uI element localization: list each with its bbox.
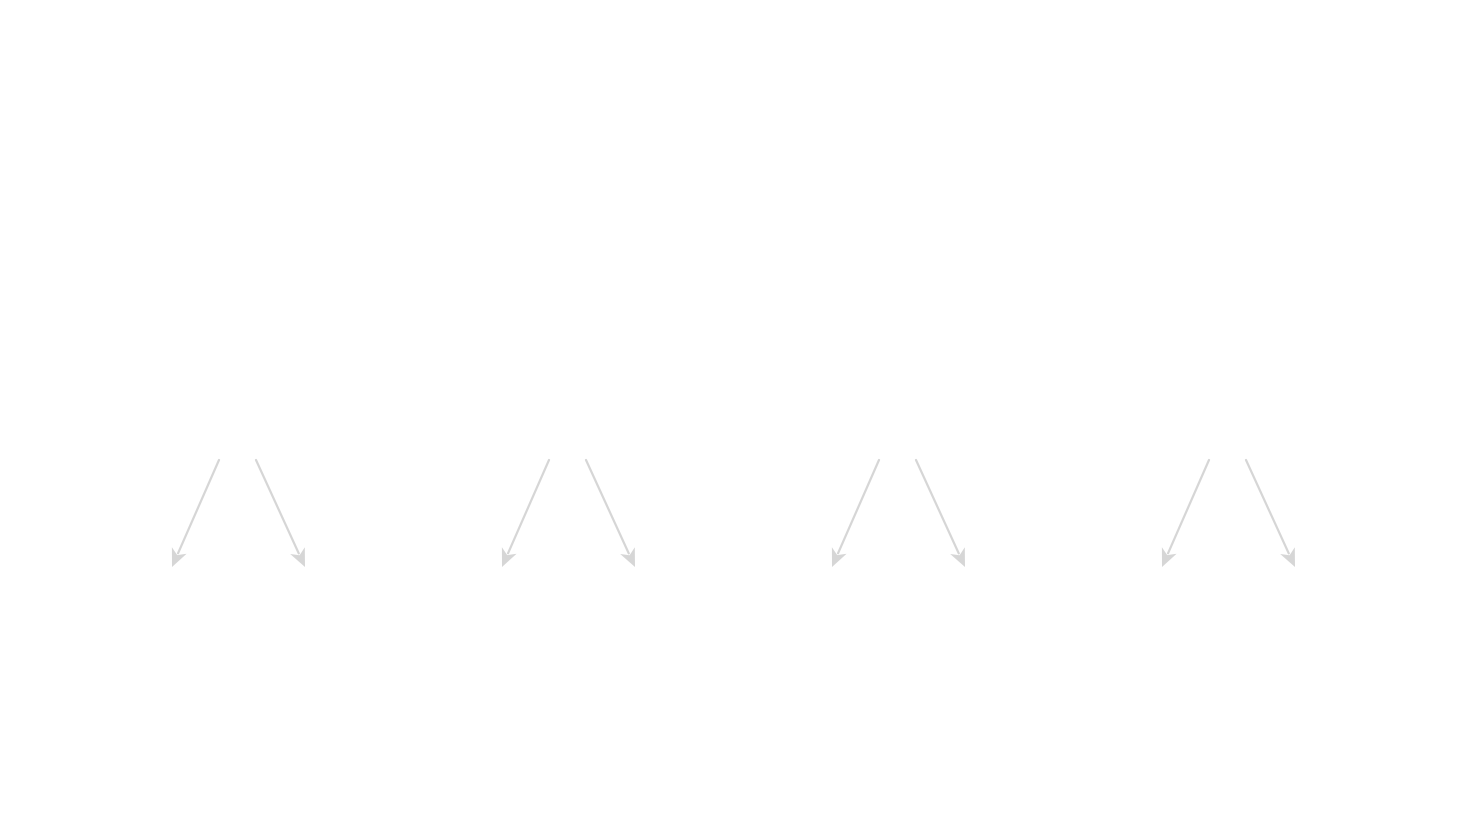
- arrow-down-right-1: [254, 458, 305, 567]
- arrow-down-right-1-shaft: [254, 458, 300, 555]
- arrow-down-left-3-shaft: [836, 458, 881, 555]
- arrow-down-right-2: [584, 458, 635, 567]
- arrow-down-left-4-shaft: [1166, 458, 1211, 555]
- arrow-down-right-2-head: [620, 547, 635, 567]
- arrow-down-left-4-head: [1161, 547, 1177, 567]
- arrow-down-right-4-head: [1280, 547, 1295, 567]
- arrow-down-right-3: [914, 458, 965, 567]
- arrow-down-left-1: [171, 458, 221, 567]
- arrow-down-right-2-shaft: [584, 458, 630, 555]
- arrow-down-left-1-shaft: [176, 458, 221, 555]
- arrow-down-right-1-head: [290, 547, 305, 567]
- arrow-down-left-3-head: [831, 547, 847, 567]
- arrow-down-left-2-shaft: [506, 458, 551, 555]
- arrow-down-left-1-head: [171, 547, 187, 567]
- arrow-down-right-3-shaft: [914, 458, 960, 555]
- arrow-down-left-3: [831, 458, 881, 567]
- arrow-down-right-4: [1244, 458, 1295, 567]
- arrow-down-left-2: [501, 458, 551, 567]
- arrow-down-left-4: [1161, 458, 1211, 567]
- arrow-down-right-4-shaft: [1244, 458, 1290, 555]
- arrow-down-left-2-head: [501, 547, 517, 567]
- arrow-layer: [171, 458, 1295, 567]
- arrow-down-right-3-head: [950, 547, 965, 567]
